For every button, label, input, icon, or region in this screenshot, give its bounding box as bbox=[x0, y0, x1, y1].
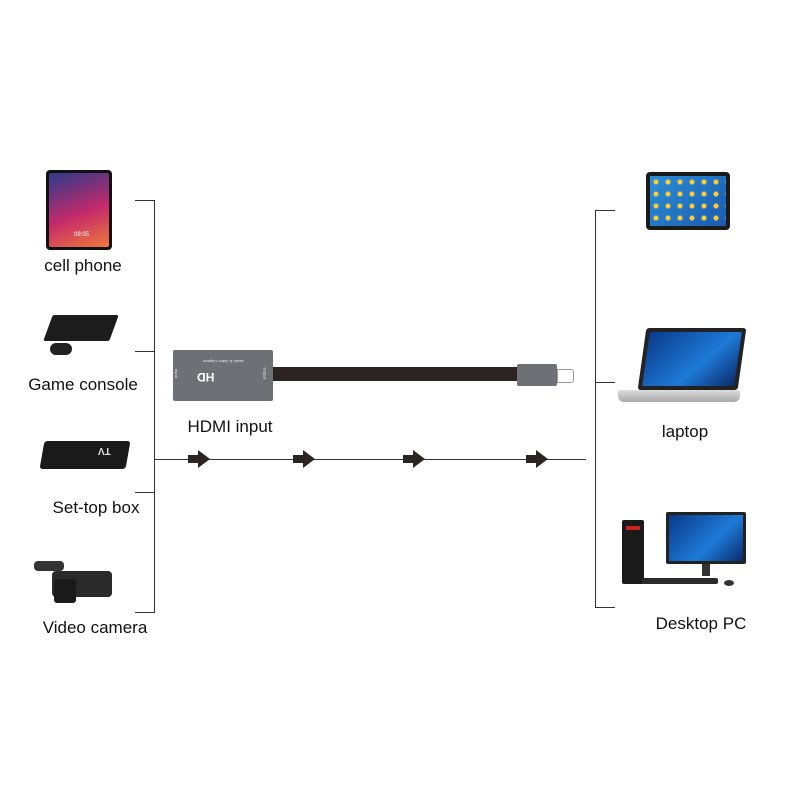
usb-c-plug-housing bbox=[517, 364, 557, 386]
signal-line bbox=[155, 459, 586, 460]
left-bracket-tick bbox=[135, 351, 155, 352]
laptop-icon bbox=[618, 328, 748, 408]
device-product-text: Audio & Video Capture bbox=[203, 359, 244, 364]
device-input-text: Input bbox=[173, 369, 179, 378]
source-label-game-console: Game console bbox=[28, 375, 138, 394]
video-camera-icon bbox=[34, 557, 120, 605]
left-bracket-tick bbox=[135, 612, 155, 613]
cable bbox=[273, 367, 520, 381]
source-label-video-camera: Video camera bbox=[42, 618, 148, 637]
phone-time: 09:05 bbox=[74, 232, 90, 238]
device-output-text: Output bbox=[262, 367, 268, 380]
right-bracket-tick bbox=[595, 607, 615, 608]
left-bracket-tick bbox=[135, 200, 155, 201]
right-bracket-tick bbox=[595, 382, 615, 383]
smartphone-icon: 09:05 bbox=[46, 170, 112, 250]
left-bracket-tick bbox=[135, 492, 155, 493]
device-logo: HD bbox=[197, 370, 215, 384]
arrow-icon bbox=[403, 450, 425, 468]
desktop-pc-icon bbox=[620, 512, 748, 592]
right-bracket-line bbox=[595, 210, 596, 607]
tablet-icon bbox=[646, 172, 730, 230]
capture-device: HD Audio & Video Capture Input Output bbox=[173, 350, 273, 401]
usb-c-connector bbox=[557, 369, 574, 383]
target-label-laptop: laptop bbox=[661, 422, 709, 441]
set-top-box-text: TV bbox=[98, 445, 111, 456]
device-label: HDMI input bbox=[187, 417, 273, 436]
source-label-cell-phone: cell phone bbox=[44, 256, 122, 275]
set-top-box-icon: TV bbox=[39, 433, 132, 473]
right-bracket-tick bbox=[595, 210, 615, 211]
arrow-icon bbox=[526, 450, 548, 468]
game-console-icon bbox=[43, 315, 119, 355]
source-label-set-top-box: Set-top box bbox=[52, 498, 140, 517]
arrow-icon bbox=[188, 450, 210, 468]
left-bracket-line bbox=[154, 200, 155, 612]
target-label-desktop-pc: Desktop PC bbox=[655, 614, 747, 633]
arrow-icon bbox=[293, 450, 315, 468]
